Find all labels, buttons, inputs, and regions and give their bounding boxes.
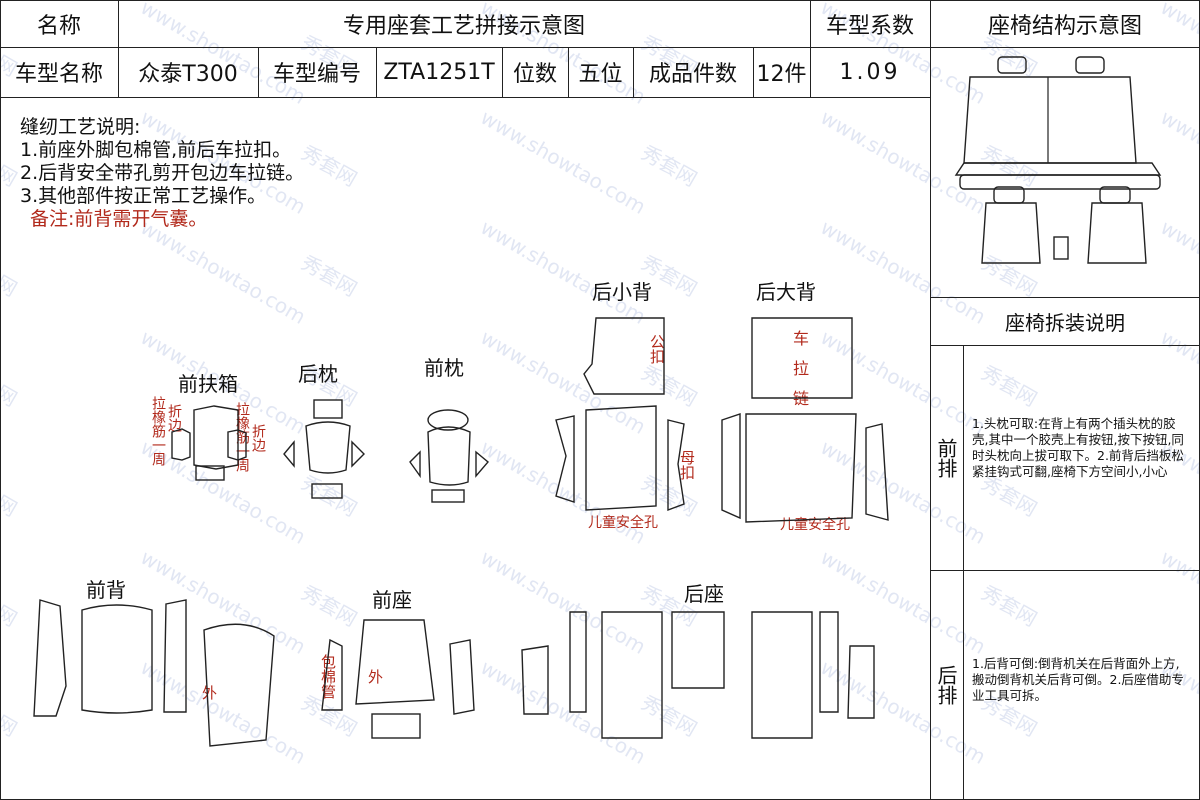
annotation-elastic: 拉橡筋一周 <box>150 396 166 466</box>
rear-headrest-pieces <box>283 399 365 499</box>
watermark-text: 秀套网 <box>977 360 1042 412</box>
name-label: 名称 <box>36 13 81 39</box>
model-code: ZTA1251T <box>383 59 495 85</box>
annotation-child-hole: 儿童安全孔 <box>588 515 658 531</box>
sewing-notes: 缝纫工艺说明: 1.前座外脚包棉管,前后车拉扣。 2.后背安全带孔剪开包边车拉链… <box>20 116 304 231</box>
note-item: 2.后背安全带孔剪开包边车拉链。 <box>20 162 305 184</box>
notes-remark: 备注:前背需开气囊。 <box>30 208 208 230</box>
annotation-fold: 折边 <box>166 404 182 432</box>
rear-large-back-pieces <box>721 317 889 523</box>
annotation-male-snap: 公扣 <box>648 334 666 364</box>
front-seat-pieces <box>321 619 475 739</box>
annotation-fold: 折边 <box>250 424 266 452</box>
label-rear-small-back: 后小背 <box>592 280 652 304</box>
seat-structure-diagram <box>954 56 1162 264</box>
seats-label: 位数 <box>512 62 557 87</box>
pattern-pieces <box>33 317 889 747</box>
front-headrest-pieces <box>409 409 489 503</box>
rear-seat-pieces <box>521 611 875 739</box>
diagram-title: 专用座套工艺拼接示意图 <box>342 13 585 39</box>
label-front-back: 前背 <box>86 578 126 602</box>
notes-heading: 缝纫工艺说明: <box>20 116 141 138</box>
annotation-child-hole: 儿童安全孔 <box>780 517 850 533</box>
seats-value: 五位 <box>578 62 623 87</box>
label-front-armrest: 前扶箱 <box>178 372 238 396</box>
watermark-text: www.showtao.com <box>1156 545 1200 659</box>
front-armrest-pieces <box>171 405 247 481</box>
front-row-label: 前排 <box>934 437 958 478</box>
note-item: 3.其他部件按正常工艺操作。 <box>20 185 267 207</box>
front-row-instructions: 1.头枕可取:在背上有两个插头枕的胶壳,其中一个胶壳上有按钮,按下按钮,同时头枕… <box>972 416 1184 479</box>
label-rear-seat: 后座 <box>684 582 724 606</box>
annotation-outer: 外 <box>202 684 218 702</box>
model-code-label: 车型编号 <box>272 62 361 87</box>
disassembly-title: 座椅拆装说明 <box>1005 310 1125 335</box>
model-name-label: 车型名称 <box>14 62 103 87</box>
note-item: 1.前座外脚包棉管,前后车拉扣。 <box>20 139 292 161</box>
coefficient-label: 车型系数 <box>825 13 914 39</box>
annotation-female-snap: 母扣 <box>678 450 696 480</box>
model-name: 众泰T300 <box>138 62 238 87</box>
rear-row-label: 后排 <box>934 664 958 705</box>
front-back-pieces <box>33 599 275 747</box>
label-front-headrest: 前枕 <box>424 356 464 380</box>
label-rear-headrest: 后枕 <box>298 362 338 386</box>
rear-small-back-pieces <box>555 317 685 512</box>
structure-title: 座椅结构示意图 <box>987 13 1142 39</box>
label-rear-large-back: 后大背 <box>756 280 816 304</box>
pieces-label: 成品件数 <box>648 62 737 87</box>
watermark-text: 秀套网 <box>977 580 1042 632</box>
annotation-outer: 外 <box>368 668 384 686</box>
pieces-value: 12件 <box>756 62 807 87</box>
annotation-cotton-tube: 包棉管 <box>319 654 337 699</box>
coefficient-value: 1.09 <box>839 59 901 85</box>
label-front-seat: 前座 <box>372 588 412 612</box>
rear-row-instructions: 1.后背可倒:倒背机关在后背面外上方,搬动倒背机关后背可倒。2.后座借助专业工具… <box>972 656 1184 703</box>
